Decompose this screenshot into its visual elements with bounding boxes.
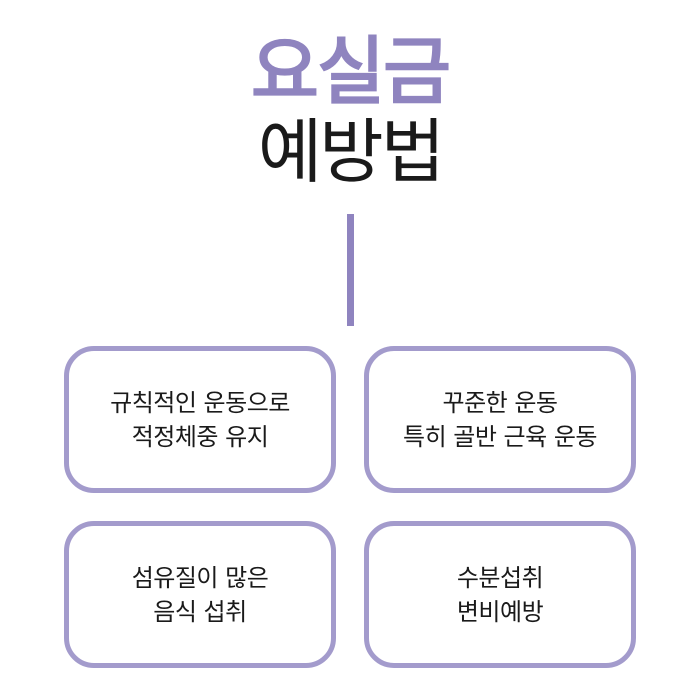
tip-card-exercise: 꾸준한 운동 특히 골반 근육 운동 (364, 346, 636, 493)
tip-card-line: 섬유질이 많은 (131, 563, 269, 592)
tip-card-line: 규칙적인 운동으로 (110, 388, 290, 417)
title-main: 요실금 (250, 29, 451, 115)
tip-card-line: 적정체중 유지 (131, 422, 269, 451)
tip-card-line: 음식 섭취 (153, 597, 247, 626)
tip-card-line: 변비예방 (456, 597, 544, 626)
title-sub: 예방법 (257, 111, 445, 193)
tip-card-weight: 규칙적인 운동으로 적정체중 유지 (64, 346, 336, 493)
tip-card-fiber: 섬유질이 많은 음식 섭취 (64, 521, 336, 668)
tip-card-hydration: 수분섭취 변비예방 (364, 521, 636, 668)
tip-card-line: 특히 골반 근육 운동 (402, 422, 598, 451)
connector-line (347, 214, 354, 326)
tip-card-line: 꾸준한 운동 (442, 388, 558, 417)
tip-card-line: 수분섭취 (456, 563, 544, 592)
